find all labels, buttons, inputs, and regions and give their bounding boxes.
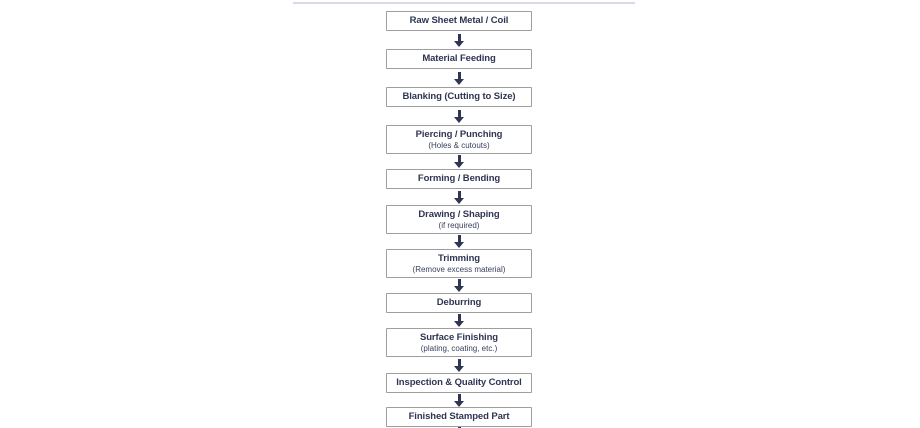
arrow-head [454, 286, 464, 292]
flow-node-piercing-punching: Piercing / Punching (Holes & cutouts) [386, 125, 532, 154]
node-subtitle: (Remove excess material) [412, 264, 506, 274]
arrow-shaft [457, 235, 461, 242]
arrow-head [454, 162, 464, 168]
down-arrow-icon [454, 357, 464, 373]
down-arrow-icon [454, 278, 464, 293]
arrow-head [454, 242, 464, 248]
top-divider-line [293, 2, 635, 4]
node-title: Inspection & Quality Control [396, 377, 522, 389]
node-title: Blanking (Cutting to Size) [402, 91, 516, 103]
arrow-head [454, 78, 464, 85]
node-subtitle: (Holes & cutouts) [428, 140, 490, 150]
arrow-head [454, 116, 464, 123]
node-title: Surface Finishing [419, 331, 498, 343]
down-arrow-icon [454, 107, 464, 125]
down-arrow-icon [454, 69, 464, 87]
down-arrow-icon [454, 189, 464, 205]
node-title: Forming / Bending [417, 173, 501, 185]
down-arrow-icon [454, 31, 464, 49]
arrow-shaft [457, 393, 461, 401]
arrow-shaft [457, 279, 461, 286]
flow-node-finished-stamped-part: Finished Stamped Part [386, 407, 532, 427]
flow-node-raw-sheet-metal-coil: Raw Sheet Metal / Coil [386, 11, 532, 31]
down-arrow-icon [454, 313, 464, 328]
arrow-shaft [457, 190, 461, 198]
arrow-shaft [457, 358, 461, 366]
node-title: Deburring [436, 297, 482, 309]
node-subtitle: (plating, coating, etc.) [420, 343, 498, 353]
node-title: Raw Sheet Metal / Coil [409, 15, 509, 27]
node-title: Drawing / Shaping [418, 208, 500, 220]
arrow-shaft [457, 155, 461, 162]
flow-node-material-feeding: Material Feeding [386, 49, 532, 69]
arrow-shaft [457, 71, 461, 79]
flow-node-forming-bending: Forming / Bending [386, 169, 532, 189]
arrow-shaft [457, 109, 461, 117]
down-arrow-icon [454, 154, 464, 169]
arrow-head [454, 400, 464, 407]
arrow-head [454, 40, 464, 47]
arrow-head [454, 365, 464, 372]
flow-node-blanking: Blanking (Cutting to Size) [386, 87, 532, 107]
arrow-head [454, 197, 464, 204]
flow-node-surface-finishing: Surface Finishing (plating, coating, etc… [386, 328, 532, 357]
node-title: Piercing / Punching [415, 128, 503, 140]
arrow-shaft [457, 33, 461, 41]
process-flowchart: Raw Sheet Metal / Coil Material Feeding … [386, 11, 532, 428]
node-title: Material Feeding [422, 53, 496, 65]
arrow-shaft [457, 314, 461, 321]
down-arrow-icon [454, 393, 464, 407]
arrow-head [454, 321, 464, 327]
flow-node-deburring: Deburring [386, 293, 532, 313]
flow-node-inspection-quality-control: Inspection & Quality Control [386, 373, 532, 393]
down-arrow-icon [454, 234, 464, 249]
flow-node-trimming: Trimming (Remove excess material) [386, 249, 532, 278]
flow-node-drawing-shaping: Drawing / Shaping (if required) [386, 205, 532, 234]
node-title: Finished Stamped Part [408, 411, 510, 423]
node-title: Trimming [438, 252, 480, 264]
node-subtitle: (if required) [438, 220, 480, 230]
